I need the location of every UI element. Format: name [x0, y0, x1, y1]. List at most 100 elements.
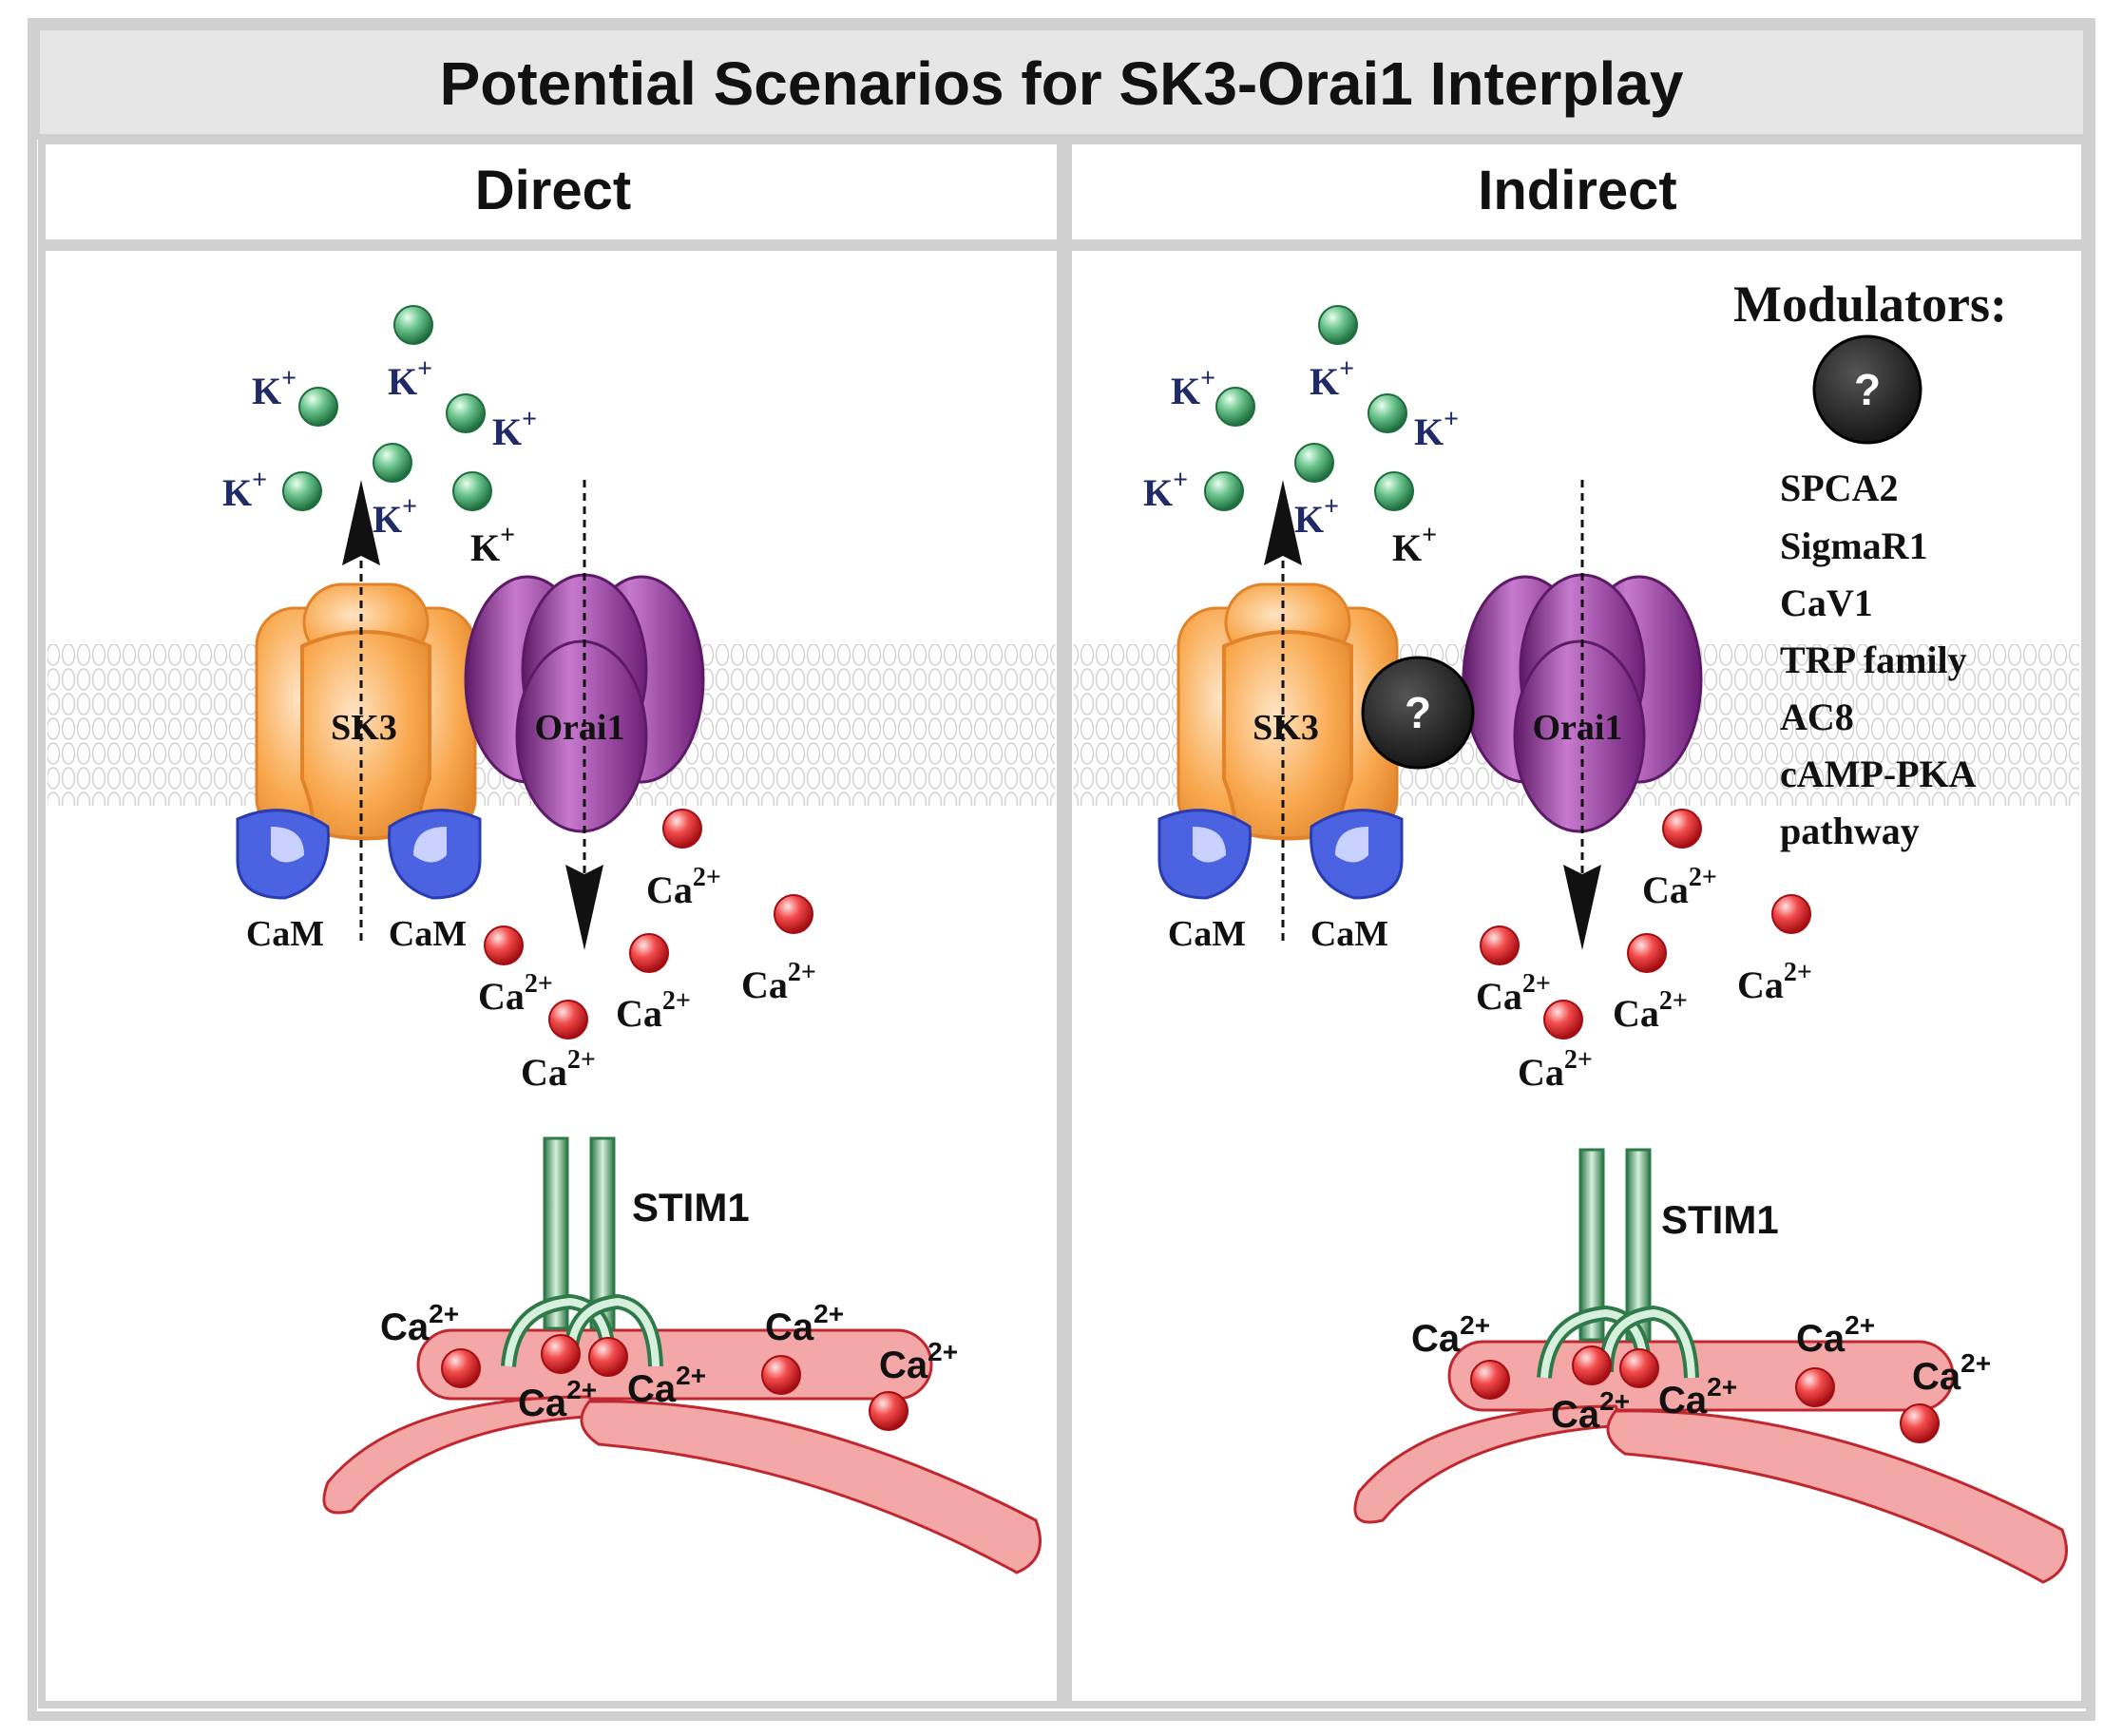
modulator-item: SPCA2 [1780, 467, 1898, 509]
svg-text:K+: K+ [1143, 466, 1188, 514]
k-label: K+ [1143, 466, 1188, 514]
modulator-item: cAMP-PKA [1780, 753, 1977, 795]
k-label: K+ [492, 405, 537, 453]
k-ion [446, 393, 486, 433]
svg-text:Ca2+: Ca2+ [741, 958, 816, 1006]
ca-label: Ca2+ [478, 969, 553, 1018]
k-efflux-arrow-direct [342, 480, 380, 565]
cam-right-direct [388, 809, 482, 900]
svg-text:Ca2+: Ca2+ [521, 1045, 596, 1094]
unknown-mediator-icon [1361, 656, 1475, 770]
direct-heading: Direct [475, 160, 631, 221]
unknown-mediator-label: ? [1405, 688, 1431, 737]
modulator-item: SigmaR1 [1780, 525, 1928, 567]
ca-ion [588, 1337, 628, 1377]
cam-right-indirect [1310, 809, 1404, 900]
k-label: K+ [222, 466, 267, 514]
svg-text:Ca2+: Ca2+ [1551, 1386, 1630, 1436]
svg-text:Ca2+: Ca2+ [1642, 863, 1717, 911]
svg-text:Ca2+: Ca2+ [1411, 1310, 1490, 1360]
ca-influx-arrow-direct [565, 865, 603, 950]
k-efflux-arrow-indirect [1264, 480, 1302, 565]
page-title: Potential Scenarios for SK3-Orai1 Interp… [440, 49, 1684, 118]
svg-text:Ca2+: Ca2+ [1476, 969, 1551, 1018]
ca-ion [1771, 894, 1811, 934]
ca-label-er: Ca2+ [1658, 1372, 1737, 1421]
ca-ion [548, 1000, 588, 1040]
k-ion [298, 387, 338, 427]
ca-ion [541, 1334, 581, 1374]
ca-ion [761, 1355, 801, 1395]
sk3-label-indirect: SK3 [1253, 708, 1319, 748]
ca-label: Ca2+ [1476, 969, 1551, 1018]
stim1-label-indirect: STIM1 [1661, 1197, 1779, 1242]
sk3-label-direct: SK3 [331, 708, 397, 748]
ca-label: Ca2+ [741, 958, 816, 1006]
svg-text:K+: K+ [252, 364, 296, 412]
cam-label-direct-left: CaM [246, 914, 324, 954]
ca-ion [1480, 925, 1520, 965]
cam-left-indirect [1157, 809, 1252, 900]
orai1-label-indirect: Orai1 [1533, 708, 1623, 748]
svg-text:K+: K+ [222, 466, 267, 514]
k-ion [1374, 471, 1414, 511]
stim1-indirect [1537, 1148, 1699, 1379]
k-ion [1215, 387, 1255, 427]
svg-text:Ca2+: Ca2+ [518, 1375, 597, 1424]
svg-text:Ca2+: Ca2+ [646, 863, 721, 911]
ca-label-er: Ca2+ [1411, 1310, 1490, 1360]
ca-label: Ca2+ [1737, 958, 1812, 1006]
k-label: K+ [1414, 405, 1459, 453]
svg-text:K+: K+ [1392, 521, 1437, 569]
cam-label-direct-right: CaM [389, 914, 467, 954]
modulators-heading: Modulators: [1733, 276, 2007, 333]
svg-text:Ca2+: Ca2+ [1796, 1310, 1875, 1360]
ca-ion [1627, 933, 1667, 973]
svg-text:Ca2+: Ca2+ [627, 1361, 706, 1410]
indirect-heading: Indirect [1478, 160, 1677, 221]
svg-text:Ca2+: Ca2+ [380, 1299, 459, 1348]
ca-ion [1470, 1360, 1510, 1400]
ca-ion [662, 809, 702, 849]
ca-label: Ca2+ [1642, 863, 1717, 911]
ca-label: Ca2+ [1518, 1045, 1593, 1094]
ca-label-er: Ca2+ [627, 1361, 706, 1410]
cam-label-indirect-left: CaM [1168, 914, 1246, 954]
modulator-unknown-label: ? [1854, 365, 1881, 414]
svg-text:Ca2+: Ca2+ [616, 986, 691, 1035]
ca-ion [484, 925, 524, 965]
ca-ion [1662, 809, 1702, 849]
ca-ion [1619, 1348, 1659, 1388]
ca-ion [1543, 1000, 1583, 1040]
ca-influx-arrow-indirect [1563, 865, 1601, 950]
sk3-channel-indirect [1176, 582, 1399, 841]
ca-label-er: Ca2+ [1796, 1310, 1875, 1360]
k-label: K+ [373, 492, 417, 541]
ca-ion [441, 1348, 481, 1388]
ca-label-er: Ca2+ [518, 1375, 597, 1424]
ca-label-er: Ca2+ [1551, 1386, 1630, 1436]
svg-text:K+: K+ [1310, 354, 1354, 403]
direct-scene: STIM1 Ca2+ Ca2+ Ca2+ Ca2+ Ca2+ SK3 [222, 305, 1042, 1574]
modulator-item: pathway [1780, 810, 1920, 852]
k-label: K+ [388, 354, 432, 403]
svg-text:K+: K+ [1294, 492, 1339, 541]
k-ion [1294, 443, 1334, 483]
k-ion [282, 471, 322, 511]
orai1-label-direct: Orai1 [535, 708, 625, 748]
svg-text:Ca2+: Ca2+ [1737, 958, 1812, 1006]
ca-label: Ca2+ [1613, 986, 1688, 1035]
ca-label-er: Ca2+ [1912, 1348, 1991, 1398]
title-bar [34, 25, 2089, 140]
k-ion [373, 443, 412, 483]
k-ion [1318, 305, 1358, 345]
sk3-channel-direct [255, 582, 477, 841]
svg-text:Ca2+: Ca2+ [765, 1299, 844, 1348]
ca-label: Ca2+ [646, 863, 721, 911]
k-ion [1204, 471, 1244, 511]
ca-label-er: Ca2+ [879, 1337, 958, 1386]
k-label: K+ [1294, 492, 1339, 541]
modulator-list: SPCA2 SigmaR1 CaV1 TRP family AC8 cAMP-P… [1780, 467, 1977, 852]
svg-text:Ca2+: Ca2+ [879, 1337, 958, 1386]
